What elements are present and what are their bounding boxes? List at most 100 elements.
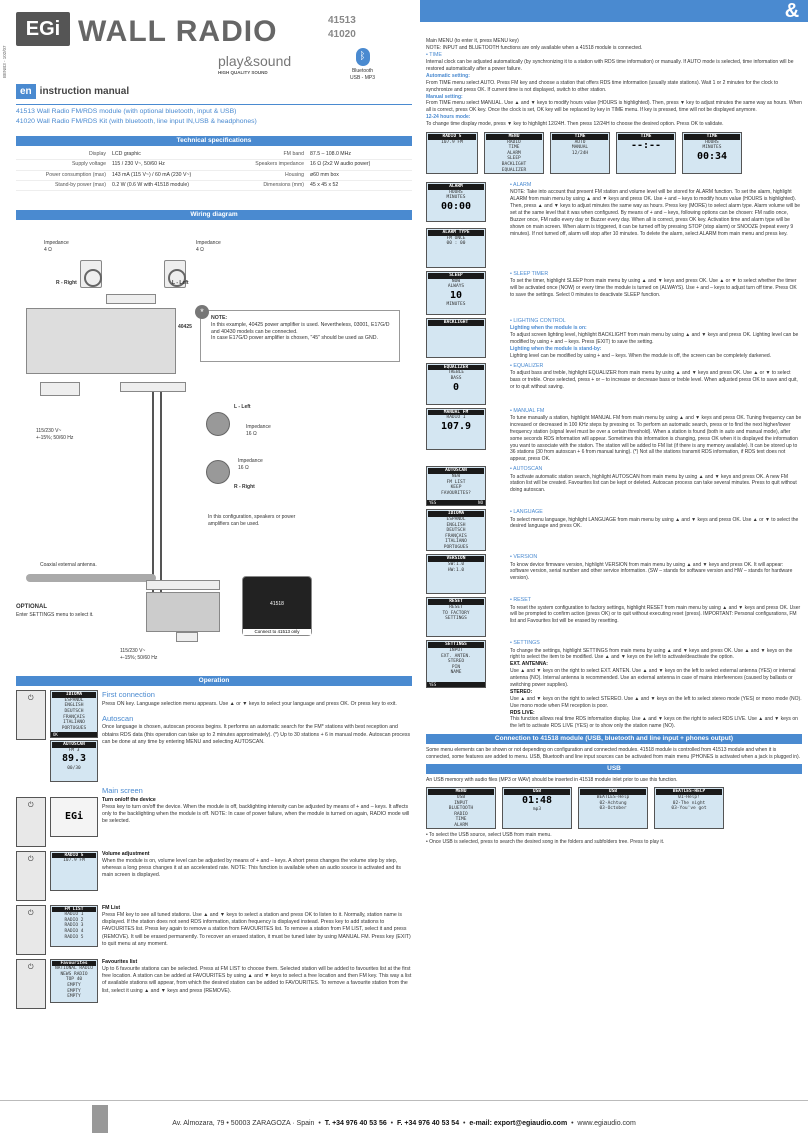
module-41513 [146, 592, 220, 632]
reset-text: To reset the system configuration to fac… [510, 604, 801, 625]
spec-key: FM band [283, 151, 304, 157]
terminal-block [106, 294, 156, 304]
product-subtitle: 41513 Wall Radio FM/RDS module (with opt… [16, 104, 412, 126]
connect-label: Connect to 41513 only [243, 629, 311, 635]
auto-setting-text: From TIME menu select AUTO. Press FM key… [426, 79, 779, 93]
label-l-left-2: L - Left [234, 404, 251, 410]
no-softkey: NO [478, 500, 483, 506]
footer-email[interactable]: e-mail: export@egiaudio.com [469, 1120, 568, 1127]
yes-softkey: YES [429, 682, 437, 688]
screen-header: BACKLIGHT [428, 319, 484, 326]
screen-line: HOURS [705, 139, 719, 145]
screen-line: FRANÇAIS [63, 714, 85, 720]
screen-line: TOP 40 [65, 977, 83, 983]
screen-line: MINUTES [702, 145, 722, 151]
backlight-screens: BACKLIGHT [426, 317, 506, 360]
power-icon: ⏻ [28, 909, 34, 917]
screen-line: 03-You've got [671, 806, 707, 812]
screen-header: Favourites [52, 960, 96, 967]
spec-key: Display [88, 151, 106, 157]
footer-website[interactable]: www.egiaudio.com [577, 1120, 636, 1127]
screen-line: ITALIANO [445, 539, 467, 545]
section-bar-usb: USB [426, 764, 802, 775]
screen-line: 107.9 FM [63, 858, 85, 864]
first-connection-heading: First connection [102, 690, 155, 699]
screen-line: mp3 [532, 807, 542, 813]
screen-line: ENGLISH [64, 703, 84, 709]
screen-line: MINUTES [446, 195, 466, 201]
main-screen-heading: Main screen [102, 786, 143, 795]
favourites-heading: Favourites list [102, 958, 138, 965]
screen-header: AUTOSCAN [428, 468, 484, 474]
subtitle-line: 41020 Wall Radio FM/RDS Kit (with blueto… [16, 117, 257, 125]
autoscan-menu-text: To activate automatic station search, hi… [510, 473, 797, 494]
screen-favourites: Favourites NATIONAL RADIO NEWS RADIO TOP… [50, 958, 98, 1003]
top-accent-bar [420, 0, 790, 22]
screen-line: MANUAL [571, 145, 589, 151]
autoscan-heading: Autoscan [102, 713, 134, 723]
spec-row: Power consumption (max)143 mA (115 V~) /… [16, 171, 214, 182]
screen-line: NEW [451, 473, 461, 479]
spec-key: Speakers impedance [255, 161, 304, 168]
screen-header: TIME [552, 133, 608, 140]
left-column: BENB3 - 102/07 EGi WALL RADIO 41513 4102… [0, 0, 412, 1100]
model-41513: 41513 [328, 15, 356, 26]
alarm-heading: • ALARM [510, 181, 532, 188]
bluetooth-label: Bluetooth [351, 68, 374, 74]
speaker-right-icon [80, 260, 102, 288]
screen-line: HOURS [449, 189, 463, 195]
screen-line: KEEP [450, 485, 462, 491]
screen-line: HW:1.0 [447, 567, 465, 573]
spec-key: Dimensions (mm) [263, 182, 304, 189]
power-icon: ⏻ [28, 855, 34, 863]
screen-language: IDIOMA ESPAÑOL ENGLISH DEUTSCH FRANÇAIS … [50, 690, 98, 738]
egi-logo: EGi [16, 12, 70, 46]
page-title: WALL RADIO [78, 15, 278, 48]
version-text: To know device firmware version, highlig… [510, 561, 793, 582]
brand-name: play&sound [218, 53, 292, 69]
bluetooth-badge: ᛒ Bluetooth USB - MP3 [350, 48, 375, 81]
spec-value: 16 Ω (2x2 W audio power) [310, 161, 371, 168]
language-heading: • LANGUAGE [510, 509, 543, 516]
screen-line: BLUETOOTH [448, 806, 474, 812]
screen-header: ALARM [428, 183, 484, 190]
screen-header: BEATLES-HELP [656, 789, 722, 795]
reset-heading: • RESET [510, 597, 531, 604]
screen-egi: EGi [50, 796, 98, 837]
language-tag: en [16, 84, 36, 99]
power-icon: ⏻ [28, 801, 34, 809]
screen-header: USB [580, 789, 646, 795]
output-terminal [120, 382, 186, 392]
screen-line: 00/30 [67, 765, 81, 771]
screen-line: BACKLIGHT [501, 162, 527, 168]
spec-key: Stand-by power (max) [54, 182, 106, 189]
first-connection-text: Press ON key. Language selection menu ap… [102, 700, 397, 707]
manual-label: instruction manual [39, 86, 130, 97]
screen-line: BASS [450, 375, 462, 381]
screen-radio5: RADIO 5 107.9 FM [50, 850, 98, 891]
section-bar-connection: Connection to 41518 module (USB, bluetoo… [426, 734, 802, 745]
screen-frequency: 107.9 [440, 420, 472, 432]
autoscan-text: Once language is chosen, autoscan proces… [102, 724, 411, 745]
impedance-4-right: Impedance 4 Ω [196, 240, 221, 253]
screen-line: FM ONCE [446, 235, 466, 241]
backlight-on-heading: Lighting when the module is on: [510, 325, 587, 332]
power-icon: ⏻ [28, 695, 34, 702]
screen-line: AUTO [574, 139, 586, 145]
